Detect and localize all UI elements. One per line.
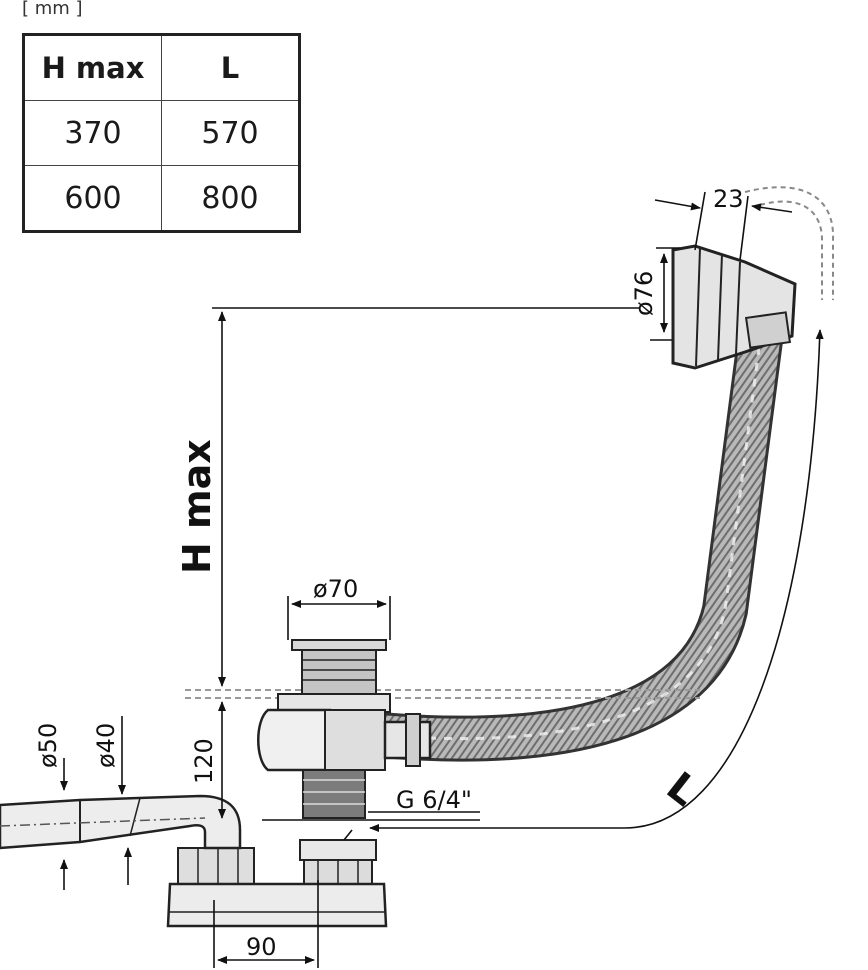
overflow-head xyxy=(671,244,797,370)
waste-drain xyxy=(257,639,432,819)
header-h-max: H max xyxy=(23,34,162,101)
label-w90: 90 xyxy=(246,933,277,961)
label-h120: 120 xyxy=(190,738,218,784)
label-d40: ø40 xyxy=(92,723,120,768)
label-length: L xyxy=(658,764,706,816)
bathtub-rim xyxy=(185,689,700,699)
dimension-lines xyxy=(60,191,824,968)
cell-h-max: 370 xyxy=(23,100,162,166)
cell-l: 800 xyxy=(161,165,300,232)
label-d50: ø50 xyxy=(34,723,62,768)
cell-h-max: 600 xyxy=(23,165,162,232)
table-row: 600 800 xyxy=(23,165,300,232)
label-d70: ø70 xyxy=(313,575,358,603)
outlet-pipe xyxy=(0,794,242,850)
label-h-max: H max xyxy=(175,439,219,574)
dimension-table: H max L 370 570 600 800 xyxy=(22,33,301,233)
unit-label: [ mm ] xyxy=(22,0,83,19)
label-d76: ø76 xyxy=(630,271,658,316)
label-thread: G 6/4" xyxy=(396,786,472,814)
overflow-head-ghost xyxy=(744,186,835,300)
label-w23: 23 xyxy=(713,185,744,213)
trap-body xyxy=(166,839,388,928)
flexible-hose xyxy=(378,337,783,762)
